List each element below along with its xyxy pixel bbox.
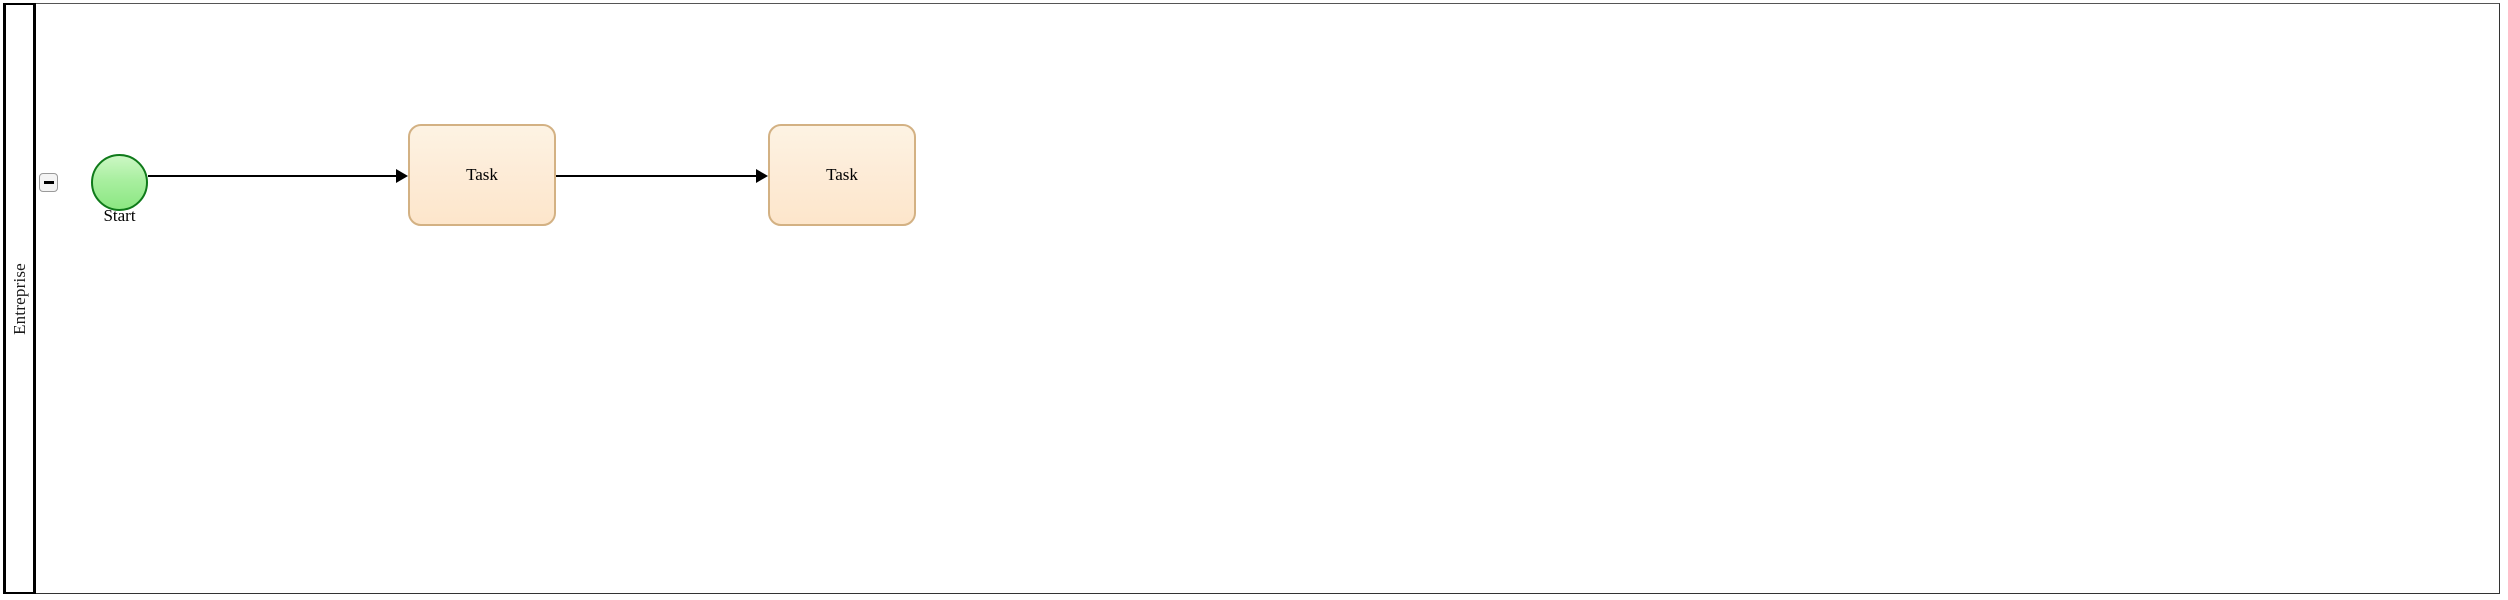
lane-body <box>36 3 2500 594</box>
sequence-flow-2-arrowhead-icon <box>756 169 768 183</box>
lane-collapse-button[interactable] <box>39 173 58 192</box>
task-node-1[interactable]: Task <box>408 124 556 226</box>
sequence-flow-2-line[interactable] <box>556 175 756 177</box>
minus-icon <box>43 181 54 184</box>
sequence-flow-1-arrowhead-icon <box>396 169 408 183</box>
start-event-shape[interactable] <box>91 154 148 211</box>
start-event-label: Start <box>103 206 136 225</box>
task-node-1-label: Task <box>466 165 498 184</box>
task-node-2[interactable]: Task <box>768 124 916 226</box>
lane-header-entreprise[interactable]: Entreprise <box>3 3 36 594</box>
lane-title-label: Entreprise <box>9 262 29 335</box>
task-node-2-label: Task <box>826 165 858 184</box>
sequence-flow-1-line[interactable] <box>148 175 396 177</box>
